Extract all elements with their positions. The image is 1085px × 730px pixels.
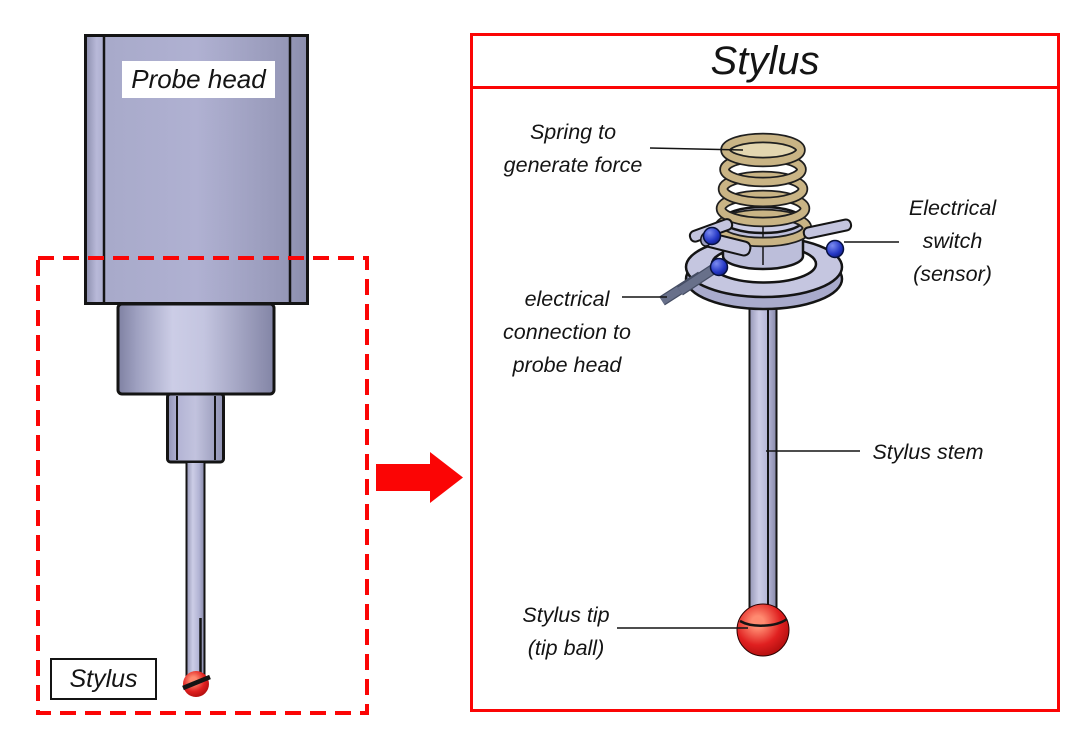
- stylus-illustration: [617, 132, 899, 657]
- left-tip-stripe: [182, 674, 211, 691]
- callout-stylus-tip: Stylus tip (tip ball): [522, 603, 610, 660]
- probe-mount-block-lines: [176, 396, 216, 460]
- panel-title-band: Stylus: [473, 36, 1057, 89]
- stylus-label-box: Stylus: [50, 658, 157, 700]
- stylus-stem-part: [748, 251, 778, 613]
- left-stylus-stem: [185, 461, 206, 679]
- tip-ball-seam: [739, 617, 788, 627]
- panel-title: Stylus: [710, 39, 820, 83]
- callout-electrical-switch: Electrical switch (sensor): [908, 196, 997, 286]
- hub-arm-right: [802, 218, 853, 240]
- sensor-ball: [709, 257, 729, 277]
- stylus-detail-panel: Stylus: [470, 33, 1060, 712]
- sensor-ball: [825, 239, 845, 259]
- callout-electrical-connection: electrical connection to probe head: [503, 287, 631, 377]
- leader-line-spring: [649, 147, 744, 151]
- probe-head-illustration: [36, 34, 369, 715]
- callout-spring: Spring to generate force: [503, 120, 643, 177]
- probe-head-label: Probe head: [122, 61, 275, 98]
- stylus-tip-ball: [736, 603, 790, 657]
- stylus-zone-dashed-box: [36, 256, 369, 715]
- leader-lines: [617, 147, 899, 629]
- probe-mount-cylinder: [116, 302, 276, 396]
- zoom-arrow-icon: [376, 452, 463, 503]
- callout-stylus-stem: Stylus stem: [872, 440, 984, 464]
- sensor-ball: [702, 226, 722, 246]
